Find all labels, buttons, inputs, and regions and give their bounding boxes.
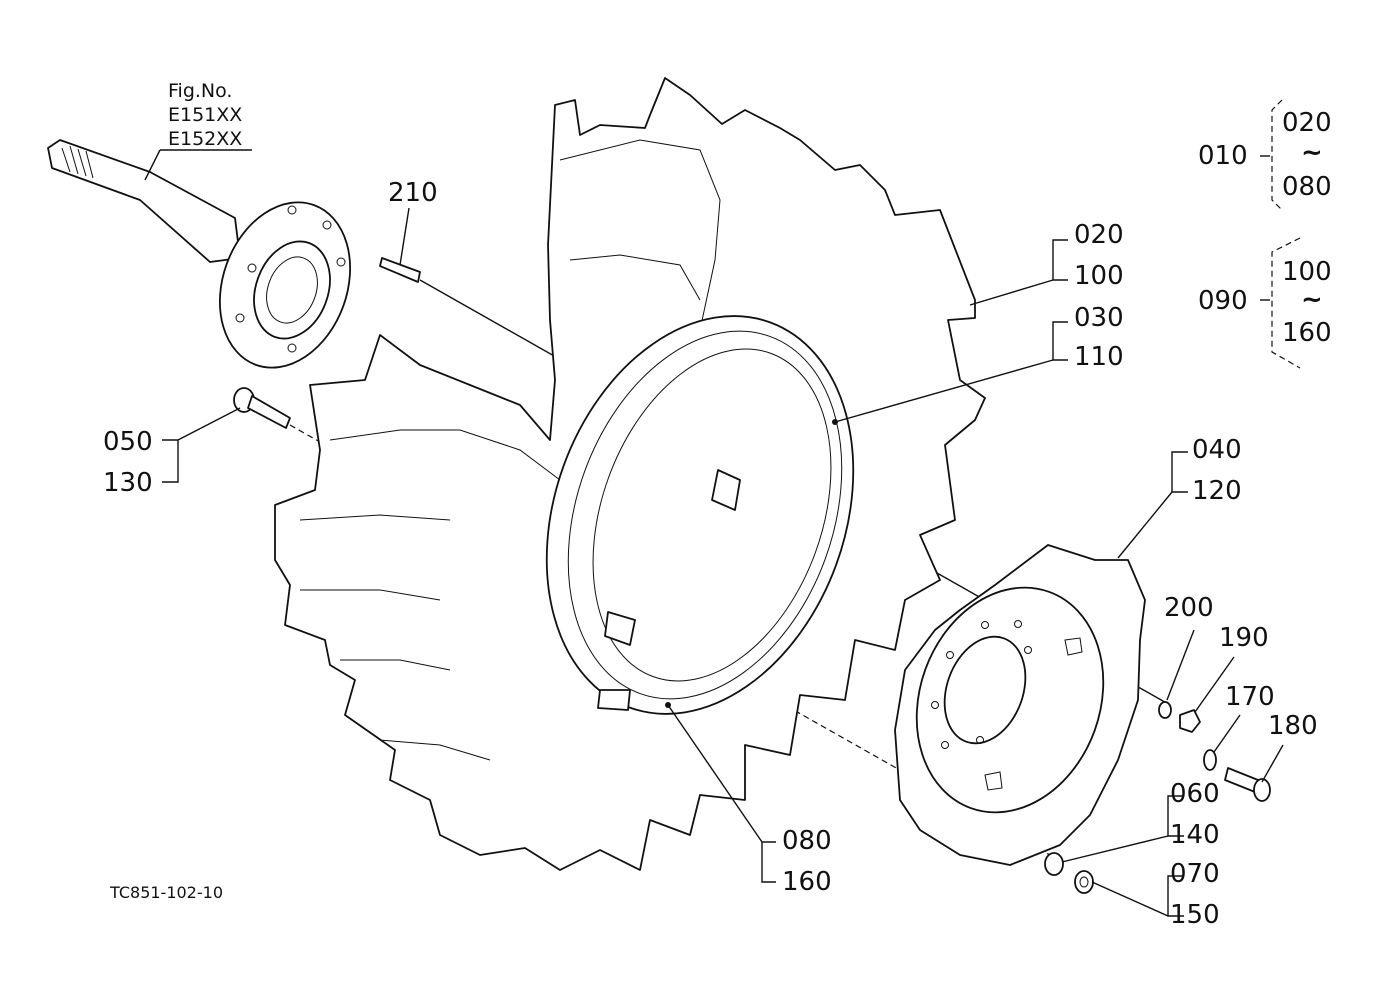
- callout-100: 100: [1074, 261, 1124, 291]
- callout-170: 170: [1225, 682, 1275, 712]
- fig-number-2: E152XX: [168, 128, 243, 150]
- hex-bolt: [233, 387, 291, 429]
- group-010-to: 080: [1282, 172, 1332, 202]
- fig-no-label: Fig.No.: [168, 80, 233, 102]
- callout-030: 030: [1074, 303, 1124, 333]
- callout-110: 110: [1074, 342, 1124, 372]
- callout-150: 150: [1170, 900, 1220, 930]
- callout-130: 130: [103, 468, 153, 498]
- callout-070: 070: [1170, 859, 1220, 889]
- axle-shaft: [47, 139, 241, 263]
- callout-210: 210: [388, 178, 438, 208]
- group-090-to: 160: [1282, 318, 1332, 348]
- callout-120: 120: [1192, 476, 1242, 506]
- wheel-disc: [894, 544, 1146, 866]
- flat-washer: [1044, 852, 1064, 876]
- callout-050: 050: [103, 427, 153, 457]
- group-bracket-010: [1271, 99, 1283, 211]
- group-bracket-090: [1271, 237, 1301, 369]
- axle-flange: [218, 201, 352, 369]
- callout-180: 180: [1268, 711, 1318, 741]
- group-090-label: 090: [1198, 286, 1248, 316]
- leader-lines: [144, 149, 1284, 917]
- group-010-label: 010: [1198, 141, 1248, 171]
- callout-020: 020: [1074, 220, 1124, 250]
- hex-nut-a: [1179, 709, 1201, 733]
- callout-080: 080: [782, 826, 832, 856]
- callout-190: 190: [1219, 623, 1269, 653]
- group-010-from: 020: [1282, 108, 1332, 138]
- callout-160: 160: [782, 867, 832, 897]
- fig-number-1: E151XX: [168, 104, 243, 126]
- group-010-range-symbol: ~: [1301, 138, 1323, 168]
- drawing-code: TC851-102-10: [110, 883, 223, 902]
- group-090-range-symbol: ~: [1301, 285, 1323, 315]
- cap-screw: [1224, 767, 1271, 802]
- callout-040: 040: [1192, 435, 1242, 465]
- stud-bolt: [379, 257, 421, 283]
- callout-140: 140: [1170, 820, 1220, 850]
- spring-washer: [1203, 749, 1217, 771]
- hex-nut-b: [1074, 870, 1094, 894]
- wheel-rim: [545, 315, 855, 715]
- callout-060: 060: [1170, 779, 1220, 809]
- group-090-from: 100: [1282, 257, 1332, 287]
- callout-200: 200: [1164, 593, 1214, 623]
- lock-washer: [1158, 701, 1172, 719]
